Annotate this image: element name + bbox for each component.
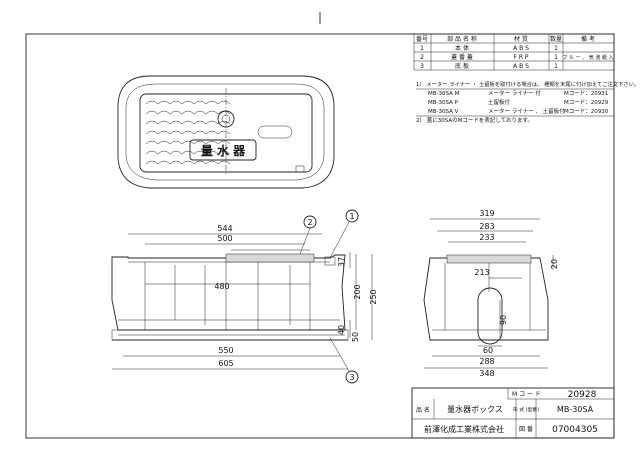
model-value: MB-30SA xyxy=(557,405,594,414)
row2-qty: 1 xyxy=(554,54,558,61)
dim-50: 50 xyxy=(351,332,360,342)
side-lid xyxy=(446,254,532,264)
row1-name: 本 体 xyxy=(455,44,469,52)
variant-m-model: MB-30SA M xyxy=(428,91,460,97)
dim-233: 233 xyxy=(479,233,494,242)
variant-v-desc: メーター ライナー 、 土留板付 xyxy=(488,107,565,115)
svg-text:3: 3 xyxy=(349,373,354,382)
variant-v-model: MB-30SA V xyxy=(428,109,459,115)
variant-m-code: Mコード：20931 xyxy=(564,90,608,97)
pipe-opening xyxy=(477,287,503,345)
dim-213: 213 xyxy=(474,268,489,277)
row1-material: A B S xyxy=(513,45,529,52)
col-header-remarks: 備 考 xyxy=(581,35,595,43)
col-header-material: 材 質 xyxy=(514,35,528,43)
note-2: 2） 蓋に30SAのMコードを表記しております。 xyxy=(416,116,533,124)
dim-37: 37 xyxy=(337,257,346,267)
col-header-name: 部 品 名 称 xyxy=(447,35,477,43)
variant-p-desc: 土留板付 xyxy=(488,98,511,106)
variant-p-code: Mコード：20929 xyxy=(564,99,609,106)
dim-20: 20 xyxy=(550,259,559,269)
lid-label-plate xyxy=(189,139,257,161)
lid-slot xyxy=(257,125,293,139)
drawing-no-label: 図 番 xyxy=(519,426,533,433)
svg-text:2: 2 xyxy=(307,218,312,227)
name-label: 品 名 xyxy=(416,406,430,414)
company-name: 前澤化成工業株式会社 xyxy=(424,424,504,434)
dim-90: 90 xyxy=(499,315,508,325)
dim-480: 480 xyxy=(214,282,229,291)
lid-label: 量 水 器 xyxy=(201,143,246,158)
row2-name: 蓋 番 蓋 xyxy=(451,53,473,61)
title-block: M コ ー ド 20928 品 名 量水器ボックス 形 式 (型番) MB-30… xyxy=(411,387,615,439)
row3-name: 底 板 xyxy=(455,62,469,70)
dim-40: 40 xyxy=(337,325,346,335)
mcode-label: M コ ー ド xyxy=(512,391,541,398)
dim-550: 550 xyxy=(218,346,233,355)
variant-v-code: Mコード：20930 xyxy=(564,108,609,115)
row3-material: A B S xyxy=(513,63,529,70)
drawing-border xyxy=(25,33,615,439)
dim-200: 200 xyxy=(353,284,362,299)
dim-60: 60 xyxy=(483,346,493,355)
row3-no: 3 xyxy=(420,63,424,70)
dim-605: 605 xyxy=(218,359,233,368)
col-header-qty: 数量 xyxy=(550,35,562,43)
row2-no: 2 xyxy=(420,54,424,61)
name-value: 量水器ボックス xyxy=(447,404,503,414)
dim-348: 348 xyxy=(479,369,494,378)
note-1: 1） メーター ライナー ・ 土留板を取付ける場合は、 種類を末尾に付け加えてご… xyxy=(416,80,639,88)
row1-qty: 1 xyxy=(554,45,558,52)
lid-pattern xyxy=(145,100,231,165)
row2-remarks: ブ ル ー 、 気 泡 紙 入 xyxy=(562,54,613,61)
callout-3 xyxy=(345,370,359,384)
top-view: 量 水 器 xyxy=(117,75,335,189)
row1-no: 1 xyxy=(420,45,424,52)
dim-500: 500 xyxy=(217,234,232,243)
parts-table: 番号 部 品 名 称 材 質 数量 備 考 1 本 体 A B S 1 2 蓋 … xyxy=(413,33,615,71)
dim-283: 283 xyxy=(479,222,494,231)
mcode-value: 20928 xyxy=(568,390,597,400)
callout-1 xyxy=(345,209,359,223)
side-view: 319 283 233 213 20 90 60 288 348 xyxy=(423,209,559,378)
svg-text:1: 1 xyxy=(349,212,354,221)
front-view: 544 500 480 550 605 37 200 250 40 50 2 1… xyxy=(111,209,378,384)
front-lid xyxy=(225,253,315,263)
variant-m-desc: メーター ライナー 付 xyxy=(488,89,541,97)
notes: 1） メーター ライナー ・ 土留板を取付ける場合は、 種類を末尾に付け加えてご… xyxy=(416,80,639,124)
row3-qty: 1 xyxy=(554,63,558,70)
row2-material: F R P xyxy=(513,54,528,61)
drawing-no-value: 07004305 xyxy=(552,425,598,435)
dim-544: 544 xyxy=(217,224,232,233)
dim-288: 288 xyxy=(479,357,494,366)
col-header-no: 番号 xyxy=(416,36,428,43)
model-label: 形 式 (型番) xyxy=(513,406,539,413)
dim-319: 319 xyxy=(479,209,494,218)
dim-250: 250 xyxy=(369,289,378,304)
variant-p-model: MB-30SA P xyxy=(428,100,459,106)
